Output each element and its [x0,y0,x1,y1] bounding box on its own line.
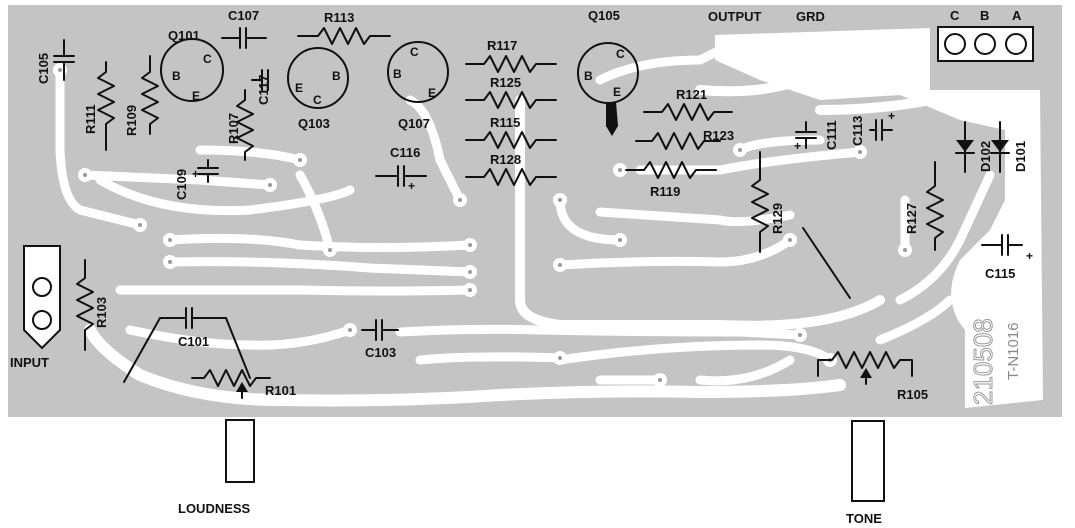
jumper-wire [802,227,851,299]
ground-plane [715,28,1043,408]
resistor-r103: R103 [76,259,109,351]
resistor-r105: R105 [817,351,928,402]
diode-d102: D102 [955,121,993,173]
resistor-r101: R101 [191,369,296,399]
c111-label: C111 [824,120,839,150]
q103-pin-c: C [313,93,322,107]
capacitor-c107: C107 [221,8,267,49]
resistor-r128: R128 [465,152,557,186]
c101-label: C101 [178,334,209,349]
connector-pin-b: B [980,8,989,23]
connector-pin-a: A [1012,8,1022,23]
capacitor-c105: C105 [36,39,75,84]
r119-label: R119 [650,184,680,199]
input-label: INPUT [10,355,49,370]
c109-plus-icon: + [192,167,199,181]
c103-label: C103 [365,345,396,360]
r123-label: R123 [703,128,734,143]
r105-label: R105 [897,387,928,402]
r121-label: R121 [676,87,707,102]
transistor-q101: Q101 B C E [160,28,224,103]
resistor-r123: R123 [635,128,734,150]
transistor-q103: E C B Q103 [287,47,349,131]
r125-label: R125 [490,75,521,90]
input-jack [23,245,61,350]
r127-label: R127 [904,203,919,234]
board-part-number: 210508 [968,318,998,405]
resistor-r127: R127 [904,161,944,251]
q107-pin-e: E [428,86,436,100]
output-connector [937,26,1034,62]
resistor-r119: R119 [625,161,717,199]
c111-plus-icon: + [794,139,801,153]
c117-label: C117 [256,75,271,105]
resistor-r121: R121 [643,87,733,121]
r109-label: R109 [124,105,139,136]
capacitor-c116: + C116 [375,145,427,193]
transistor-q107: C B E Q107 [387,41,449,131]
q101-pin-b: B [172,69,181,83]
q103-pin-b: B [332,69,341,83]
transistor-q105: Q105 C B E [577,8,639,136]
q105-pin-b: B [584,69,593,83]
resistor-r125: R125 [465,75,557,109]
q107-pin-b: B [393,67,402,81]
c115-label: C115 [985,266,1015,281]
r101-label: R101 [265,383,296,398]
q103-pin-e: E [295,81,303,95]
q101-pin-e: E [192,89,200,103]
loudness-label: LOUDNESS [178,501,251,516]
capacitor-c101: C101 [123,307,251,383]
tone-control-shaft[interactable] [851,420,885,502]
board-code: T-N1016 [1005,322,1022,380]
resistor-r115: R115 [465,115,557,149]
resistor-r117: R117 [465,38,557,73]
resistor-r107: R107 [226,89,254,161]
q101-pin-c: C [203,52,212,66]
d102-label: D102 [978,141,993,172]
c113-plus-icon: + [888,109,895,123]
resistor-r109: R109 [124,55,159,136]
q105-pin-e: E [613,85,621,99]
tone-label: TONE [846,511,882,526]
loudness-control-shaft[interactable] [225,419,255,483]
q107-label: Q107 [398,116,430,131]
ground-label: GRD [796,9,825,24]
resistor-r113: R113 [297,10,391,45]
diode-d101: D101 [990,121,1028,173]
r115-label: R115 [490,115,520,130]
r128-label: R128 [490,152,521,167]
c113-label: C113 [850,116,865,146]
c105-label: C105 [36,53,51,84]
resistor-r111: R111 [83,61,115,151]
r111-label: R111 [83,104,98,134]
q103-label: Q103 [298,116,330,131]
q105-label: Q105 [588,8,620,23]
c116-plus-icon: + [408,179,415,193]
resistor-r129: R129 [751,151,785,253]
capacitor-c117: C117 [251,69,271,105]
capacitor-c113: + C113 [850,109,895,146]
c115-plus-icon: + [1026,249,1033,263]
solder-pads [53,63,912,387]
r103-label: R103 [94,297,109,328]
r129-label: R129 [770,203,785,234]
d101-label: D101 [1013,141,1028,172]
capacitor-c115: + C115 [981,234,1033,281]
r117-label: R117 [487,38,517,53]
q107-pin-c: C [410,45,419,59]
r113-label: R113 [324,10,354,25]
connector-pin-c: C [950,8,960,23]
c116-label: C116 [390,145,420,160]
r107-label: R107 [226,113,241,144]
c107-label: C107 [228,8,259,23]
q105-pin-c: C [616,47,625,61]
c109-label: C109 [174,169,189,200]
capacitor-c111: + C111 [794,120,839,153]
capacitor-c103: C103 [361,319,399,360]
capacitor-c109: + C109 [174,159,219,200]
q101-label: Q101 [168,28,200,43]
output-label: OUTPUT [708,9,762,24]
